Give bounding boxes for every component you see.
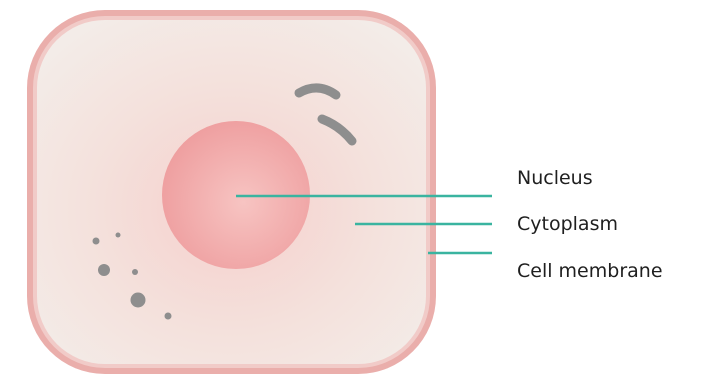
granule <box>93 238 100 245</box>
cell-membrane-label: Cell membrane <box>517 259 663 283</box>
granule <box>165 313 172 320</box>
granule <box>116 233 121 238</box>
granule <box>131 293 146 308</box>
granule <box>132 269 138 275</box>
cytoplasm-label: Cytoplasm <box>517 212 618 236</box>
granule <box>98 264 110 276</box>
nucleus-label: Nucleus <box>517 166 593 190</box>
